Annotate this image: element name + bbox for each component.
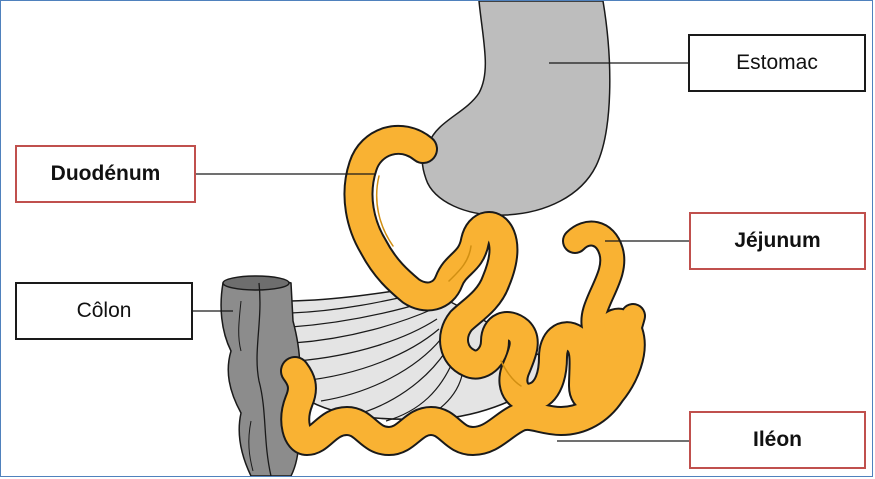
label-ileon: Iléon: [689, 411, 866, 469]
label-duodenum-text: Duodénum: [51, 162, 161, 186]
label-jejunum: Jéjunum: [689, 212, 866, 270]
stomach: [422, 1, 610, 215]
label-duodenum: Duodénum: [15, 145, 196, 203]
label-estomac: Estomac: [688, 34, 866, 92]
label-jejunum-text: Jéjunum: [734, 229, 820, 253]
label-ileon-text: Iléon: [753, 428, 802, 452]
label-estomac-text: Estomac: [736, 51, 818, 75]
label-colon-text: Côlon: [77, 299, 132, 323]
label-colon: Côlon: [15, 282, 193, 340]
